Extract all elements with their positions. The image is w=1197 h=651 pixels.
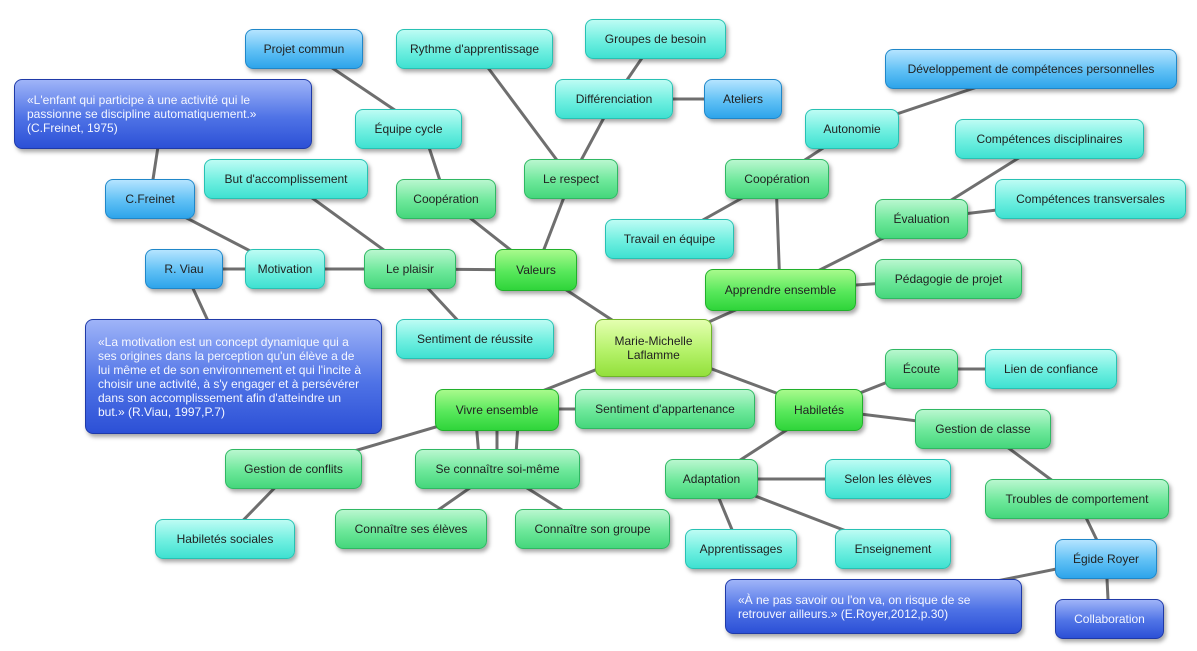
- node-le-respect[interactable]: Le respect: [524, 159, 618, 199]
- node-sentiment-reussite[interactable]: Sentiment de réussite: [396, 319, 554, 359]
- node-motivation[interactable]: Motivation: [245, 249, 325, 289]
- connector-line: [472, 47, 573, 181]
- node-selon-eleves[interactable]: Selon les élèves: [825, 459, 951, 499]
- quote-royer: «À ne pas savoir ou l'on va, on risque d…: [725, 579, 1022, 634]
- node-ateliers[interactable]: Ateliers: [704, 79, 782, 119]
- node-collaboration[interactable]: Collaboration: [1055, 599, 1164, 639]
- node-apprentissages[interactable]: Apprentissages: [685, 529, 797, 569]
- node-pedagogie-projet[interactable]: Pédagogie de projet: [875, 259, 1022, 299]
- node-vivre-ensemble[interactable]: Vivre ensemble: [435, 389, 559, 431]
- node-adaptation[interactable]: Adaptation: [665, 459, 758, 499]
- node-evaluation[interactable]: Évaluation: [875, 199, 968, 239]
- node-habiletes-sociales[interactable]: Habiletés sociales: [155, 519, 295, 559]
- node-ecoute[interactable]: Écoute: [885, 349, 958, 389]
- node-cfreinet[interactable]: C.Freinet: [105, 179, 195, 219]
- quote-viau: «La motivation est un concept dynamique …: [85, 319, 382, 434]
- node-travail-equipe[interactable]: Travail en équipe: [605, 219, 734, 259]
- node-cooperation-left[interactable]: Coopération: [396, 179, 496, 219]
- node-but-accomplissement[interactable]: But d'accomplissement: [204, 159, 368, 199]
- node-groupes-besoin[interactable]: Groupes de besoin: [585, 19, 726, 59]
- node-le-plaisir[interactable]: Le plaisir: [364, 249, 456, 289]
- node-gestion-conflits[interactable]: Gestion de conflits: [225, 449, 362, 489]
- node-sentiment-appartenance[interactable]: Sentiment d'appartenance: [575, 389, 755, 429]
- node-lien-confiance[interactable]: Lien de confiance: [985, 349, 1117, 389]
- node-valeurs[interactable]: Valeurs: [495, 249, 577, 291]
- node-apprendre-ensemble[interactable]: Apprendre ensemble: [705, 269, 856, 311]
- node-developpement-competences[interactable]: Développement de compétences personnelle…: [885, 49, 1177, 89]
- node-egide-royer[interactable]: Égide Royer: [1055, 539, 1157, 579]
- node-cooperation-right[interactable]: Coopération: [725, 159, 829, 199]
- node-gestion-classe[interactable]: Gestion de classe: [915, 409, 1051, 449]
- node-rviau[interactable]: R. Viau: [145, 249, 223, 289]
- node-connaitre-groupe[interactable]: Connaître son groupe: [515, 509, 670, 549]
- node-troubles-comportement[interactable]: Troubles de comportement: [985, 479, 1169, 519]
- node-autonomie[interactable]: Autonomie: [805, 109, 899, 149]
- node-competences-disciplinaires[interactable]: Compétences disciplinaires: [955, 119, 1144, 159]
- node-enseignement[interactable]: Enseignement: [835, 529, 951, 569]
- node-connaitre-eleves[interactable]: Connaître ses élèves: [335, 509, 487, 549]
- node-equipe-cycle[interactable]: Équipe cycle: [355, 109, 462, 149]
- node-projet-commun[interactable]: Projet commun: [245, 29, 363, 69]
- node-rythme-apprentissage[interactable]: Rythme d'apprentissage: [396, 29, 553, 69]
- node-habiletes[interactable]: Habiletés: [775, 389, 863, 431]
- quote-freinet: «L'enfant qui participe à une activité q…: [14, 79, 312, 149]
- center-node-author[interactable]: Marie-Michelle Laflamme: [595, 319, 712, 377]
- node-competences-transversales[interactable]: Compétences transversales: [995, 179, 1186, 219]
- node-se-connaitre[interactable]: Se connaître soi-même: [415, 449, 580, 489]
- node-differenciation[interactable]: Différenciation: [555, 79, 673, 119]
